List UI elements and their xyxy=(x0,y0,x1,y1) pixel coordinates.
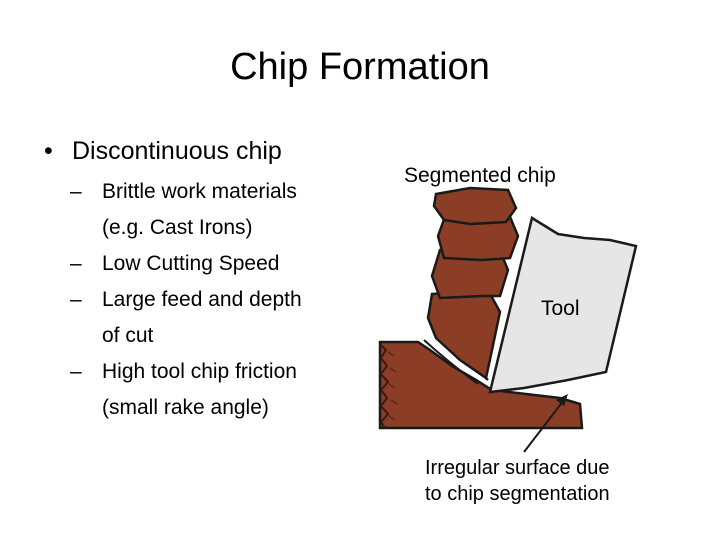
workpiece-texture xyxy=(387,351,398,421)
sub-bullet-list: – Brittle work materials (e.g. Cast Iron… xyxy=(42,174,362,426)
shear-line xyxy=(423,339,479,385)
sub-item-speed: – Low Cutting Speed xyxy=(42,246,362,282)
slide-title: Chip Formation xyxy=(230,46,490,88)
sub-item-line1: Low Cutting Speed xyxy=(102,252,280,275)
label-segmented-chip: Segmented chip xyxy=(404,164,556,187)
bullet-marker: • xyxy=(44,137,53,165)
sub-item-line2: of cut xyxy=(102,324,154,347)
label-irregular-surface-2: to chip segmentation xyxy=(425,483,610,505)
label-tool: Tool xyxy=(541,297,580,320)
sub-item-line1: Brittle work materials xyxy=(102,180,297,203)
sub-item-friction: – High tool chip friction (small rake an… xyxy=(42,354,362,426)
surface-arrow-head xyxy=(556,394,568,406)
dash-marker: – xyxy=(70,288,82,311)
dash-marker: – xyxy=(70,180,82,203)
tool xyxy=(488,216,638,394)
sub-item-line1: Large feed and depth xyxy=(102,288,302,311)
chip-segment xyxy=(426,288,502,381)
sub-item-feed: – Large feed and depth of cut xyxy=(42,282,362,354)
bullet-discontinuous-chip: • Discontinuous chip xyxy=(42,134,362,168)
dash-marker: – xyxy=(70,360,82,383)
chip-segment xyxy=(432,186,518,226)
bullet-text: Discontinuous chip xyxy=(72,137,282,165)
segmented-chip-diagram: Segmented chip Tool Irregular surface du… xyxy=(378,164,638,505)
sub-item-brittle: – Brittle work materials (e.g. Cast Iron… xyxy=(42,174,362,246)
sub-item-line2: (small rake angle) xyxy=(102,396,269,419)
dash-marker: – xyxy=(70,252,82,275)
bullet-list: • Discontinuous chip – Brittle work mate… xyxy=(42,134,362,426)
label-irregular-surface-1: Irregular surface due xyxy=(425,457,610,479)
surface-arrow-line xyxy=(523,399,565,453)
workpiece-rough-edge xyxy=(379,343,390,429)
sub-item-line2: (e.g. Cast Irons) xyxy=(102,216,253,239)
sub-item-line1: High tool chip friction xyxy=(102,360,297,383)
